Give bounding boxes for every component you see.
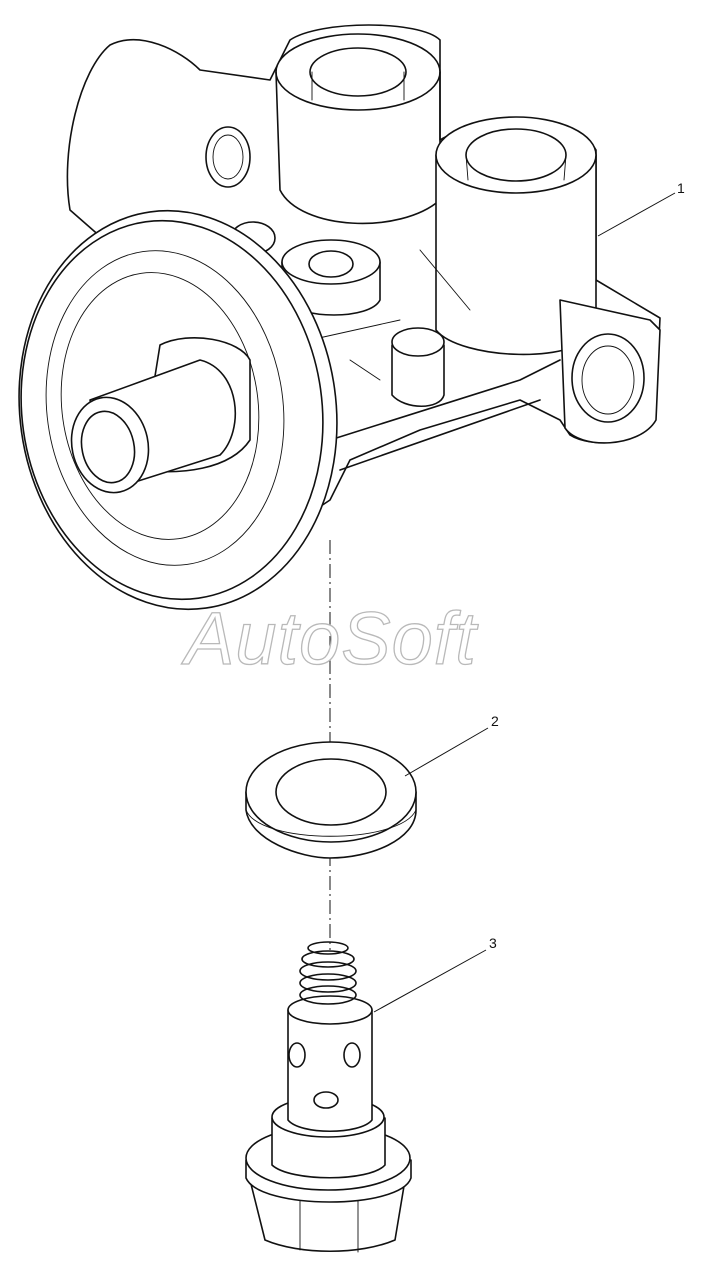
callout-1-label: 1 — [677, 180, 685, 196]
callout-2: 2 — [404, 713, 499, 777]
callout-3: 3 — [373, 935, 497, 1013]
callout-3-label: 3 — [489, 935, 497, 951]
part-1-flange — [18, 209, 338, 611]
part-1-housing — [66, 24, 661, 521]
part-2-washer — [245, 741, 417, 859]
watermark: AutoSoft — [181, 597, 479, 680]
part-3-valve — [245, 941, 412, 1253]
callout-1: 1 — [597, 180, 685, 237]
callout-2-label: 2 — [491, 713, 499, 729]
